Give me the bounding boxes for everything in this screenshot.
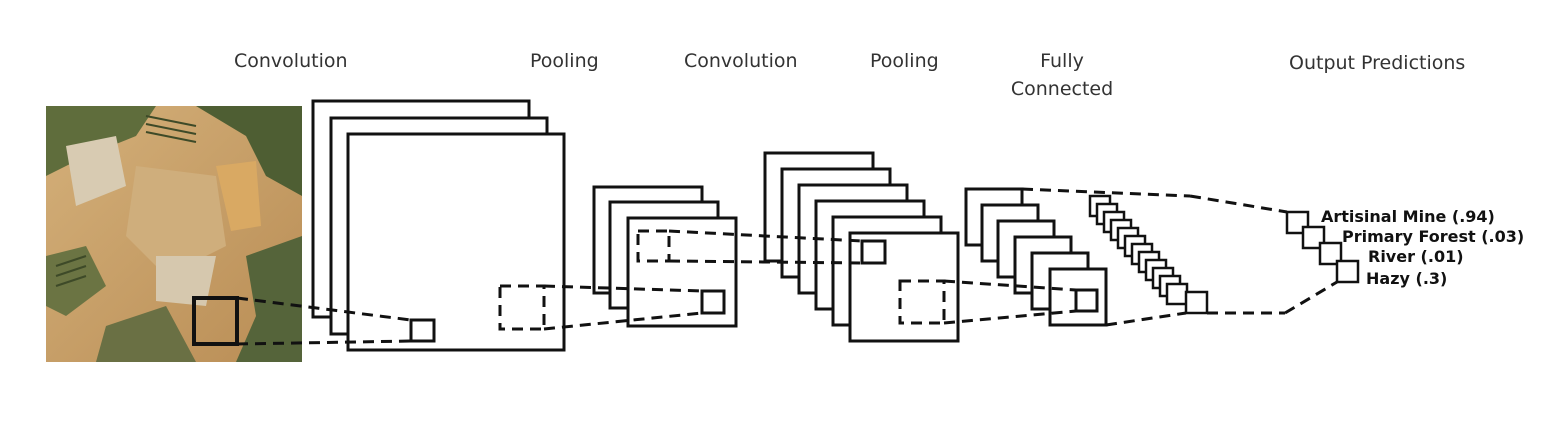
connector-line (1284, 280, 1338, 315)
connector-line (1189, 194, 1288, 214)
vegetation-patch (196, 106, 302, 196)
stage-label-convolution-1: Convolution (234, 50, 348, 72)
vegetation-patch (236, 236, 302, 362)
connector-line (668, 259, 863, 265)
pool1-window (498, 284, 546, 331)
feature-map (848, 231, 960, 343)
connector-line (1105, 311, 1187, 327)
connector-line (543, 284, 703, 293)
terrace-lines (55, 115, 197, 287)
connector-line (236, 339, 412, 346)
conv1-output-unit (409, 318, 436, 343)
satellite-input-image (46, 106, 302, 362)
pool2-feature-maps (964, 187, 1108, 327)
conv1-feature-maps (311, 99, 566, 352)
stage-label-fully-connected: Fully Connected (1010, 50, 1114, 100)
feature-map (346, 132, 566, 352)
conv2-output-unit (860, 239, 887, 265)
feature-map (626, 216, 738, 328)
conv2-feature-maps (763, 151, 960, 343)
stage-label-pooling-1: Pooling (530, 50, 599, 72)
connector-line (236, 296, 412, 322)
stage-label-pooling-2: Pooling (870, 50, 939, 72)
pool1-output-unit (700, 289, 726, 315)
output-node (1318, 241, 1343, 266)
input-receptive-window (192, 296, 239, 346)
prediction-label-primary-forest: Primary Forest (.03) (1342, 227, 1525, 246)
pool2-window (898, 279, 946, 325)
prediction-label-river: River (.01) (1368, 247, 1464, 266)
pool2-output-unit (1074, 288, 1099, 313)
connector-line (668, 229, 863, 243)
mine-pit (216, 161, 261, 231)
output-node (1335, 259, 1360, 284)
connector-line (543, 311, 703, 331)
stage-label-convolution-2: Convolution (684, 50, 798, 72)
prediction-label-artisinal-mine: Artisinal Mine (.94) (1321, 207, 1495, 226)
fc-nodes (1088, 194, 1209, 315)
stage-label-output-predictions: Output Predictions (1289, 52, 1466, 74)
vegetation-patch (96, 306, 196, 362)
bare-ground (66, 136, 126, 206)
output-nodes (1285, 210, 1360, 284)
connector-line (943, 309, 1077, 325)
connector-line (943, 279, 1077, 292)
fc-node (1184, 290, 1209, 315)
bare-ground (156, 256, 216, 306)
fc-node (1165, 282, 1189, 306)
pool1-feature-maps (592, 185, 738, 328)
prediction-label-hazy: Hazy (.3) (1366, 269, 1448, 288)
connector-line (1021, 187, 1191, 198)
mine-pit (126, 166, 226, 276)
conv2-window (636, 229, 671, 263)
